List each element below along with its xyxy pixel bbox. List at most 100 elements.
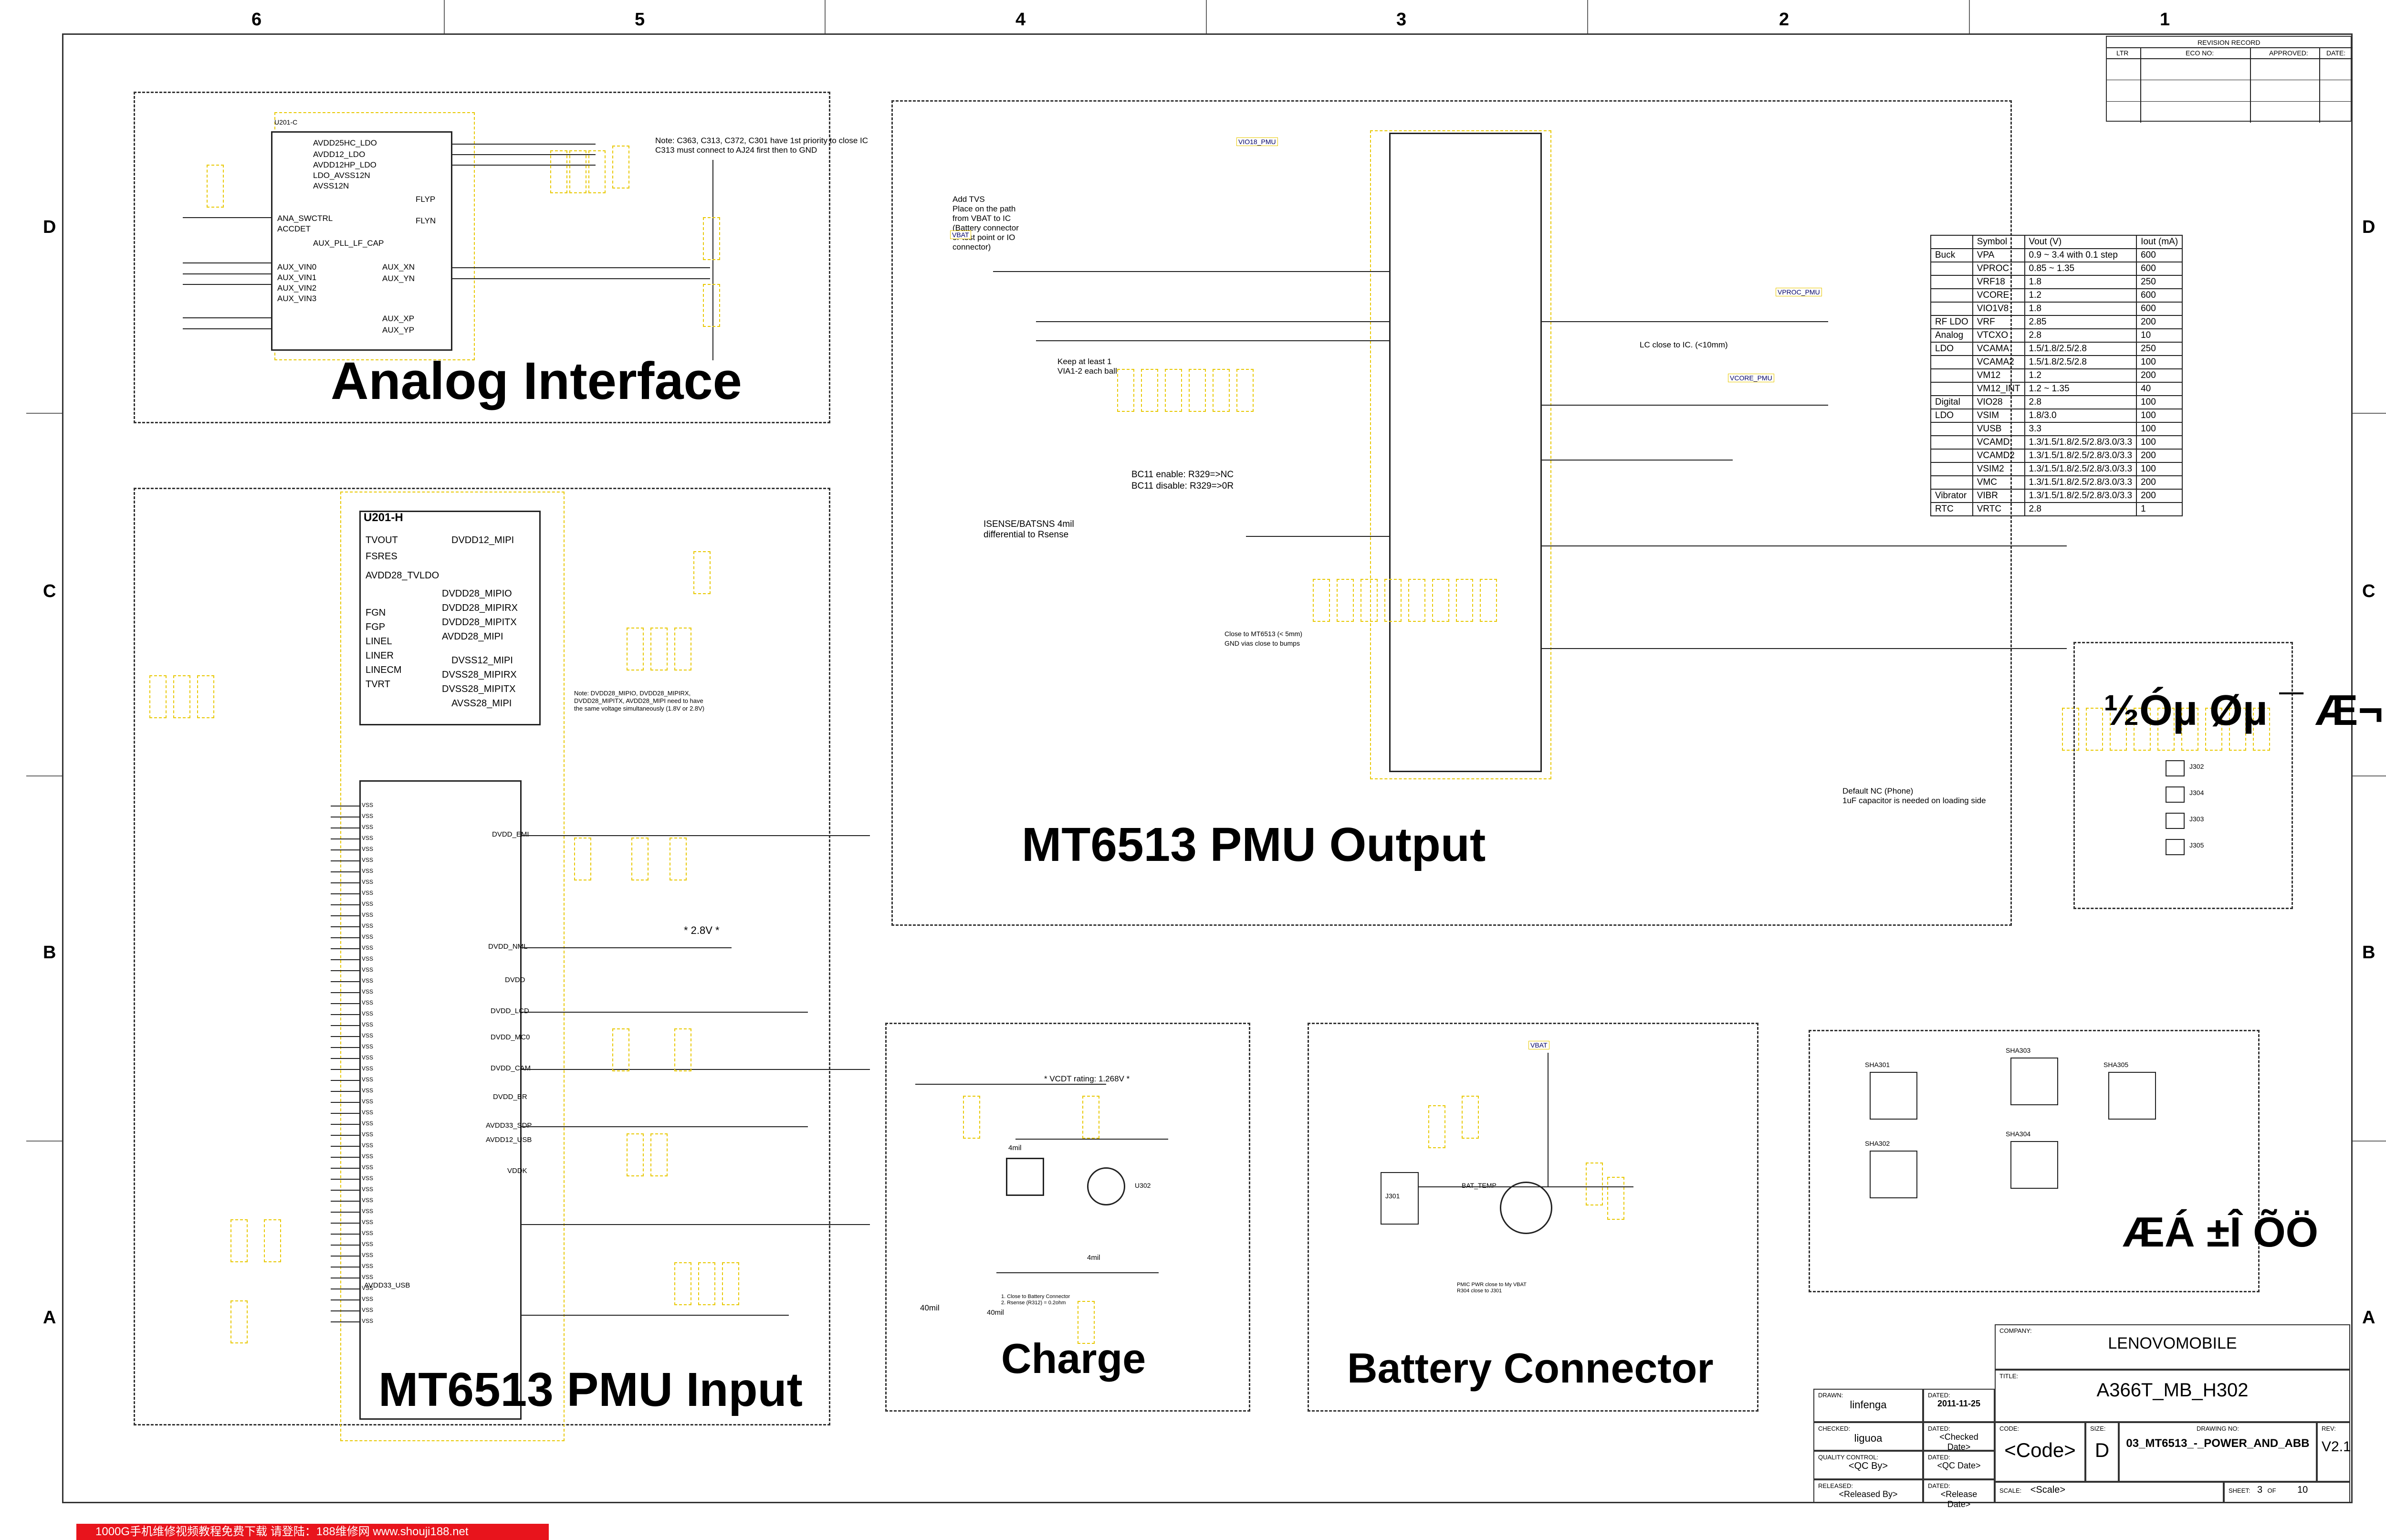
analog-chip-ref: U201-C xyxy=(274,118,298,126)
vss-pin: VSS xyxy=(362,1263,374,1269)
zone-row-a-left: A xyxy=(43,1308,56,1328)
wire xyxy=(522,1224,870,1225)
ldo-table-cell: 600 xyxy=(2136,288,2183,303)
net-vcore: VCORE_PMU xyxy=(1728,374,1774,382)
tb-released: RELEASED: <Released By> xyxy=(1813,1479,1923,1503)
ldo-table-cell xyxy=(1930,449,1973,463)
shield-can xyxy=(2010,1141,2058,1189)
capacitor xyxy=(569,150,586,193)
net-vbat: VBAT xyxy=(950,230,971,239)
tb-drawn-date-label: DATED: xyxy=(1928,1392,1950,1399)
resistor xyxy=(173,675,190,718)
wire xyxy=(1548,1053,1549,1186)
pmu-input-pin: DVSS28_MIPITX xyxy=(442,684,516,694)
vss-pin: VSS xyxy=(362,835,374,841)
power-rail: DVDD_LCD xyxy=(491,1007,529,1015)
capacitor xyxy=(574,838,591,880)
vss-pin: VSS xyxy=(362,1175,374,1182)
analog-pin: ACCDET xyxy=(277,224,311,233)
zone-col-2: 2 xyxy=(1779,10,1790,30)
charge-width-label: 40mil xyxy=(987,1309,1004,1317)
ldo-table-cell: VUSB xyxy=(1972,422,2025,436)
ldo-table-cell: 600 xyxy=(2136,248,2183,262)
wire xyxy=(522,1315,789,1316)
vss-pin-wire xyxy=(331,1080,359,1081)
ldo-table-cell: 10 xyxy=(2136,328,2183,343)
revision-title: REVISION RECORD xyxy=(2198,39,2260,46)
wire xyxy=(1036,340,1389,341)
capacitor xyxy=(1313,579,1330,622)
vss-pin-wire xyxy=(331,1102,359,1103)
ldo-table-cell xyxy=(1930,355,1973,369)
analog-pin: FLYP xyxy=(416,195,436,204)
vss-pin: VSS xyxy=(362,1164,374,1171)
capacitor xyxy=(1607,1177,1624,1220)
capacitor xyxy=(2181,708,2198,751)
vss-pin-wire xyxy=(331,1036,359,1037)
vss-pin: VSS xyxy=(362,802,374,808)
vss-pin-wire xyxy=(331,882,359,883)
zone-tick xyxy=(2353,1141,2386,1142)
vss-pin: VSS xyxy=(362,1197,374,1204)
wire xyxy=(712,160,713,360)
resistor xyxy=(1078,1301,1095,1344)
power-rail: VDDK xyxy=(507,1167,527,1175)
wire xyxy=(452,278,710,279)
vss-pin-wire xyxy=(331,1113,359,1114)
ldo-table-cell: 2.8 xyxy=(2024,328,2137,343)
power-rail: DVDD xyxy=(505,976,525,984)
vss-pin-wire xyxy=(331,1267,359,1268)
tb-qc-value: <QC By> xyxy=(1848,1461,1888,1471)
sheet-border xyxy=(62,33,2353,1503)
tb-scale-label: SCALE: xyxy=(1999,1487,2022,1494)
capacitor xyxy=(1360,579,1378,622)
ldo-table-cell: LDO xyxy=(1930,409,1973,423)
wire xyxy=(183,273,271,274)
resistor xyxy=(197,675,214,718)
capacitor xyxy=(2205,708,2222,751)
analog-pin: AVDD12HP_LDO xyxy=(313,160,377,169)
tb-sheet-label: SHEET: xyxy=(2229,1487,2250,1494)
shield-can xyxy=(1870,1151,1917,1198)
vss-pin: VSS xyxy=(362,1032,374,1039)
vss-pin-wire xyxy=(331,1091,359,1092)
connector xyxy=(2166,760,2185,776)
vss-pin: VSS xyxy=(362,901,374,907)
tb-released-label: RELEASED: xyxy=(1818,1482,1853,1489)
vss-pin: VSS xyxy=(362,824,374,830)
zone-row-b-right: B xyxy=(2362,943,2376,963)
vss-pin: VSS xyxy=(362,955,374,962)
pmu-input-chip-ref: U201-H xyxy=(364,511,403,524)
vss-pin-wire xyxy=(331,1003,359,1004)
wire xyxy=(1419,1186,1633,1187)
tb-drawn-label: DRAWN: xyxy=(1818,1392,1843,1399)
zone-tick xyxy=(1206,0,1207,33)
pmu-input-pin: AVDD28_TVLDO xyxy=(366,570,440,581)
table-rule xyxy=(2140,47,2141,123)
pmu-output-tvs-note: Add TVS Place on the path from VBAT to I… xyxy=(952,195,1019,251)
pmu-input-outline xyxy=(340,492,565,1441)
zone-tick xyxy=(2353,413,2386,414)
ldo-table-cell: 100 xyxy=(2136,435,2183,450)
charge-mosfet-ref: U302 xyxy=(1135,1182,1151,1189)
capacitor xyxy=(612,1028,629,1071)
vss-pin: VSS xyxy=(362,1230,374,1236)
tb-drawn-date: DATED: 2011-11-25 xyxy=(1923,1389,1995,1422)
capacitor xyxy=(693,551,711,594)
vss-pin: VSS xyxy=(362,1186,374,1193)
analog-pin: AVSS12N xyxy=(313,181,349,190)
pmu-input-voltage-note: * 2.8V * xyxy=(684,924,720,936)
ldo-table-cell: Digital xyxy=(1930,395,1973,409)
tvs-diode xyxy=(1428,1105,1445,1148)
ldo-table-cell: LDO xyxy=(1930,342,1973,356)
pmu-input-pin: FGN xyxy=(366,608,386,618)
wire xyxy=(915,1084,1106,1085)
wire xyxy=(1542,321,1828,322)
tb-drawn: DRAWN: linfenga xyxy=(1813,1389,1923,1422)
charge-title: Charge xyxy=(1001,1335,1146,1382)
bottom-banner[interactable]: 1000G手机维修视频教程免费下载 请登陆：188维修网 www.shouji1… xyxy=(76,1524,549,1540)
